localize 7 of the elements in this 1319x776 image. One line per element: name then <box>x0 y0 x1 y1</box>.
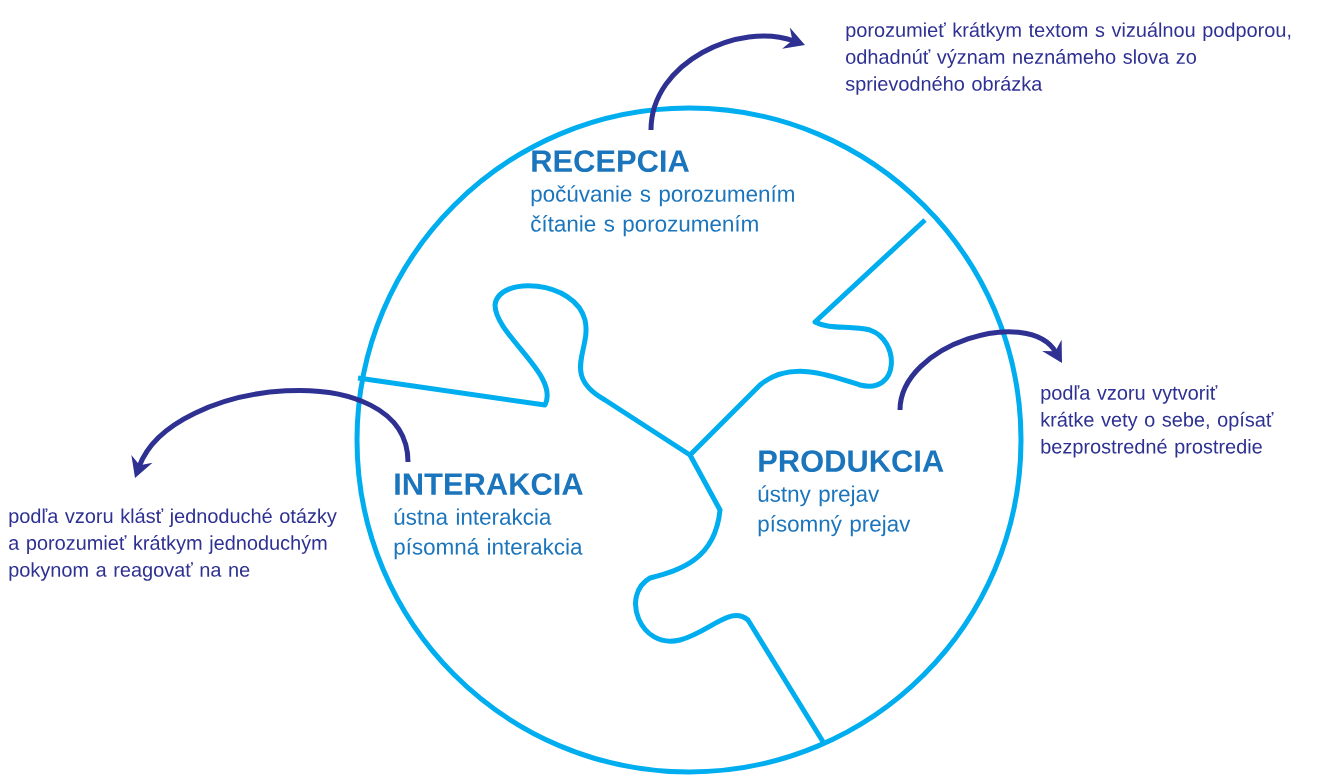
description-text: porozumieť krátkym textom s vizuálnou podporou, odhadnúť význam neznámeho slova zo sprievodného obrázka <box>845 22 1291 95</box>
puzzle-piece-label: RECEPCIA počúvanie s porozumením čítanie s porozumením <box>531 150 794 237</box>
curved-arrow <box>897 329 1062 411</box>
puzzle-piece-label: INTERAKCIA ústna interakcia písomná interakcia <box>394 473 583 560</box>
description-text: podľa vzoru klásť jednoduché otázky a porozumieť krátkym jednoduchým pokynom a reagovať na ne <box>9 508 337 581</box>
puzzle-piece-label: PRODUKCIA ústny prejav písomný prejav <box>758 450 944 537</box>
description-text: podľa vzoru vytvoriť krátke vety o sebe, opísať bezprostredné prostredie <box>1041 385 1274 458</box>
